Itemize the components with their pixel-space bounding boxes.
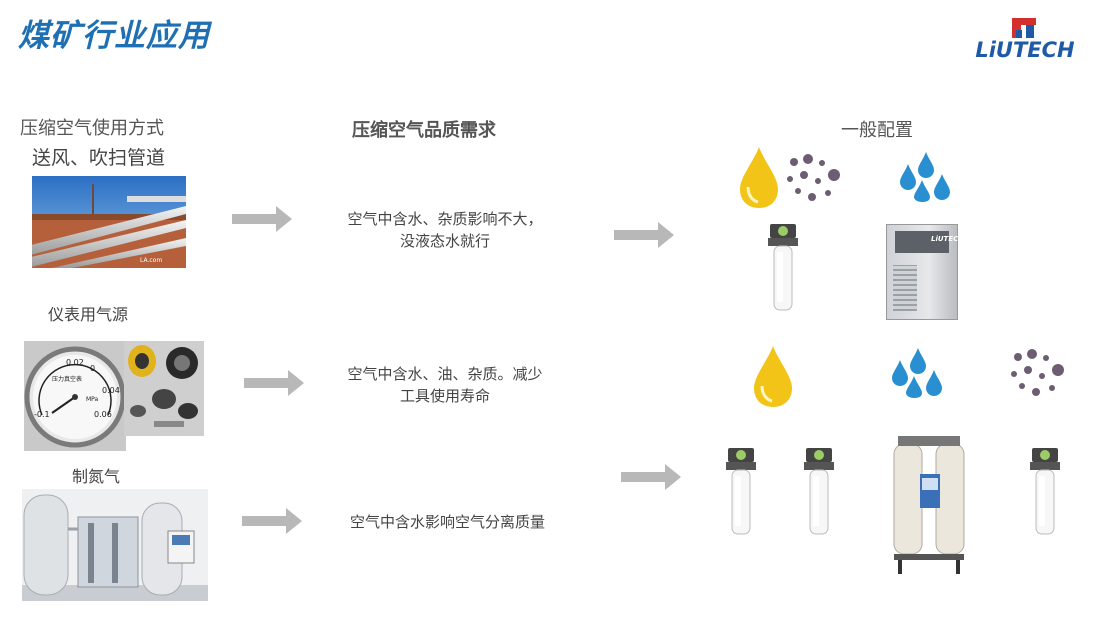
- dryer-brand-label: LiUTECH: [931, 235, 965, 243]
- gauge-label: 压力真空表: [52, 375, 82, 383]
- adsorption-dryer: [893, 436, 965, 574]
- arrow-right-icon: [232, 206, 292, 232]
- oil-drop-icon: [754, 346, 792, 407]
- gauge-label: 0.02: [66, 358, 84, 367]
- gauge-label: 0: [90, 364, 95, 373]
- gauge-label: 0.06: [94, 410, 112, 419]
- arrow-right-icon: [244, 370, 304, 396]
- filter-unit: [1030, 448, 1060, 535]
- particle-dots-icon: [787, 154, 840, 201]
- gauge-label: 0.04: [102, 386, 120, 395]
- photo-watermark: LA.com: [140, 257, 162, 264]
- header-config: 一般配置: [841, 120, 913, 141]
- gauge-label: -0.1: [34, 410, 50, 419]
- usage-label-instrument: 仪表用气源: [48, 305, 129, 324]
- quality-row1-line2: 没液态水就行: [399, 232, 490, 250]
- instrument-parts-photo: [124, 341, 204, 436]
- quality-text-row2: 空气中含水、油、杂质。减少 工具使用寿命: [320, 363, 570, 407]
- usage-label-nitrogen: 制氮气: [72, 467, 121, 486]
- water-drops-icon: [892, 348, 942, 398]
- filter-unit: [768, 224, 798, 311]
- usage-label-ventilation: 送风、吹扫管道: [32, 147, 166, 169]
- logo-text: LiUTECH: [975, 38, 1075, 62]
- arrow-right-icon: [614, 222, 674, 248]
- filter-unit: [726, 448, 756, 535]
- header-usage: 压缩空气使用方式: [20, 118, 164, 139]
- nitrogen-plant-photo: [22, 489, 208, 601]
- liutech-logo: LiUTECH: [970, 16, 1080, 66]
- arrow-right-icon: [621, 464, 681, 490]
- quality-row1-line1: 空气中含水、杂质影响不大，: [347, 210, 543, 228]
- pipeline-photo: LA.com: [32, 176, 186, 268]
- quality-row3-line1: 空气中含水影响空气分离质量: [349, 513, 545, 531]
- particle-dots-icon: [1011, 349, 1064, 396]
- gauge-label: MPa: [86, 396, 99, 403]
- quality-row2-line2: 工具使用寿命: [399, 387, 490, 405]
- logo-mark-icon: [1012, 18, 1036, 38]
- quality-row2-line1: 空气中含水、油、杂质。减少: [347, 365, 543, 383]
- pressure-gauge-photo: 0.02 0 0.04 0.06 -0.1 压力真空表 MPa: [24, 341, 126, 451]
- water-drops-icon: [900, 152, 950, 202]
- refrigerated-dryer: LiUTECH: [886, 224, 964, 320]
- arrow-right-icon: [242, 508, 302, 534]
- filter-unit: [804, 448, 834, 535]
- quality-text-row1: 空气中含水、杂质影响不大， 没液态水就行: [320, 208, 570, 252]
- quality-text-row3: 空气中含水影响空气分离质量: [320, 511, 575, 533]
- header-quality: 压缩空气品质需求: [352, 120, 496, 141]
- page-title: 煤矿行业应用: [18, 18, 210, 54]
- oil-drop-icon: [740, 147, 778, 208]
